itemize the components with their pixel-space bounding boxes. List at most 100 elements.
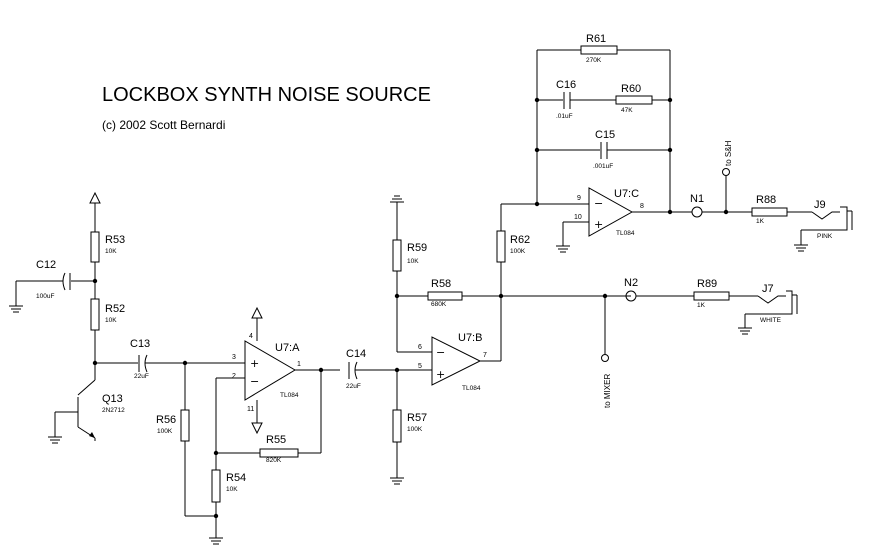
svg-text:R58: R58 [431,278,451,290]
vee-symbol-u7a [251,400,263,435]
svg-text:R57: R57 [407,412,427,424]
ground-symbol-j7 [738,314,752,335]
svg-text:2N2712: 2N2712 [102,407,125,414]
svg-text:10: 10 [574,214,582,221]
svg-text:N1: N1 [690,193,704,205]
capacitor-c12: C12 100uF [16,259,95,300]
svg-text:3: 3 [232,354,236,361]
svg-text:10K: 10K [407,258,419,265]
svg-text:R53: R53 [105,234,125,246]
opamp-u7b: − + U7:B TL084 6 5 7 [418,332,501,392]
svg-text:1K: 1K [697,302,706,309]
svg-text:820K: 820K [266,457,282,464]
net-node-n2: N2 [624,277,638,302]
svg-text:U7:B: U7:B [458,332,482,344]
svg-text:.001uF: .001uF [593,163,613,170]
svg-text:47K: 47K [621,107,633,114]
ground-symbol-r57 [390,442,404,485]
opamp-u7c: − + U7:C TL084 9 10 8 [574,187,644,237]
svg-text:10K: 10K [105,317,117,324]
svg-text:N2: N2 [624,277,638,289]
svg-text:WHITE: WHITE [760,317,782,324]
svg-text:4: 4 [249,333,253,340]
svg-text:R62: R62 [510,234,530,246]
svg-text:1K: 1K [756,218,765,225]
svg-text:R88: R88 [756,194,776,206]
svg-text:U7:C: U7:C [614,188,639,200]
svg-text:9: 9 [577,195,581,202]
svg-text:6: 6 [418,344,422,351]
svg-text:R61: R61 [586,33,606,45]
svg-text:1: 1 [297,361,301,368]
svg-text:Q13: Q13 [102,393,123,405]
capacitor-c13: C13 22uF [130,338,150,380]
resistor-r57: R57 100K [392,409,427,443]
svg-text:11: 11 [247,406,254,413]
svg-text:C13: C13 [130,338,150,350]
resistor-r62: R62 100K [496,230,530,263]
resistor-r55: R55 820K [259,434,299,464]
svg-text:8: 8 [640,203,644,210]
svg-text:R59: R59 [407,242,427,254]
svg-text:2: 2 [232,373,236,380]
svg-text:R52: R52 [105,303,125,315]
port-to-mixer: to MIXER [601,354,612,408]
svg-text:PINK: PINK [817,233,833,240]
net-node-n1: N1 [690,193,704,218]
svg-text:TL084: TL084 [280,392,299,399]
svg-text:U7:A: U7:A [275,342,300,354]
svg-text:J7: J7 [762,283,774,295]
svg-text:TL084: TL084 [462,385,481,392]
svg-text:22uF: 22uF [346,383,361,390]
svg-text:100K: 100K [510,248,526,255]
svg-text:C12: C12 [36,259,56,271]
schematic-title: LOCKBOX SYNTH NOISE SOURCE [102,84,431,106]
svg-text:TL084: TL084 [616,230,635,237]
ground-symbol-r59 [390,195,404,240]
resistor-r60: R60 47K [615,83,653,114]
svg-text:C15: C15 [595,129,615,141]
capacitor-c14: C14 22uF [346,348,366,390]
resistor-r58: R58 680K [427,278,463,308]
opamp-u7a: + − U7:A TL084 3 2 1 4 11 [232,333,340,413]
svg-text:.01uF: .01uF [556,113,573,120]
svg-text:+: + [594,218,603,231]
svg-text:R55: R55 [266,434,286,446]
ground-symbol-q13 [48,436,62,444]
resistor-r59: R59 10K [392,239,427,272]
port-to-sh: to S&H [722,140,733,176]
svg-text:+: + [250,357,259,370]
resistor-r88: R88 1K [751,194,788,225]
svg-text:5: 5 [418,363,422,370]
resistor-r89: R89 1K [693,278,730,309]
svg-text:270K: 270K [586,57,602,64]
resistor-r56: R56 100K [156,409,190,442]
transistor-q13: Q13 2N2712 [54,379,125,441]
svg-text:to MIXER: to MIXER [603,374,612,408]
svg-text:R60: R60 [621,83,641,95]
svg-text:10K: 10K [226,486,238,493]
svg-text:−: − [594,197,603,210]
svg-text:100K: 100K [157,428,173,435]
svg-text:+: + [436,368,445,381]
svg-text:7: 7 [483,352,487,359]
ground-symbol-u7a [209,516,223,545]
svg-text:R89: R89 [697,278,717,290]
svg-text:100uF: 100uF [36,293,54,300]
ground-symbol-j9 [794,230,808,252]
ground-symbol-c12 [9,281,23,313]
resistor-r52: R52 10K [90,298,125,331]
svg-text:100K: 100K [407,426,423,433]
resistor-r54: R54 10K [211,469,246,503]
vcc-symbol-top-left [89,191,101,232]
svg-text:−: − [436,346,445,359]
svg-text:−: − [250,375,259,388]
svg-text:C16: C16 [556,79,576,91]
svg-text:R56: R56 [156,414,176,426]
jack-j9: J9 PINK [801,199,853,240]
svg-text:680K: 680K [431,301,447,308]
resistor-r61: R61 270K [580,33,618,64]
svg-text:C14: C14 [346,348,366,360]
svg-text:J9: J9 [814,199,826,211]
